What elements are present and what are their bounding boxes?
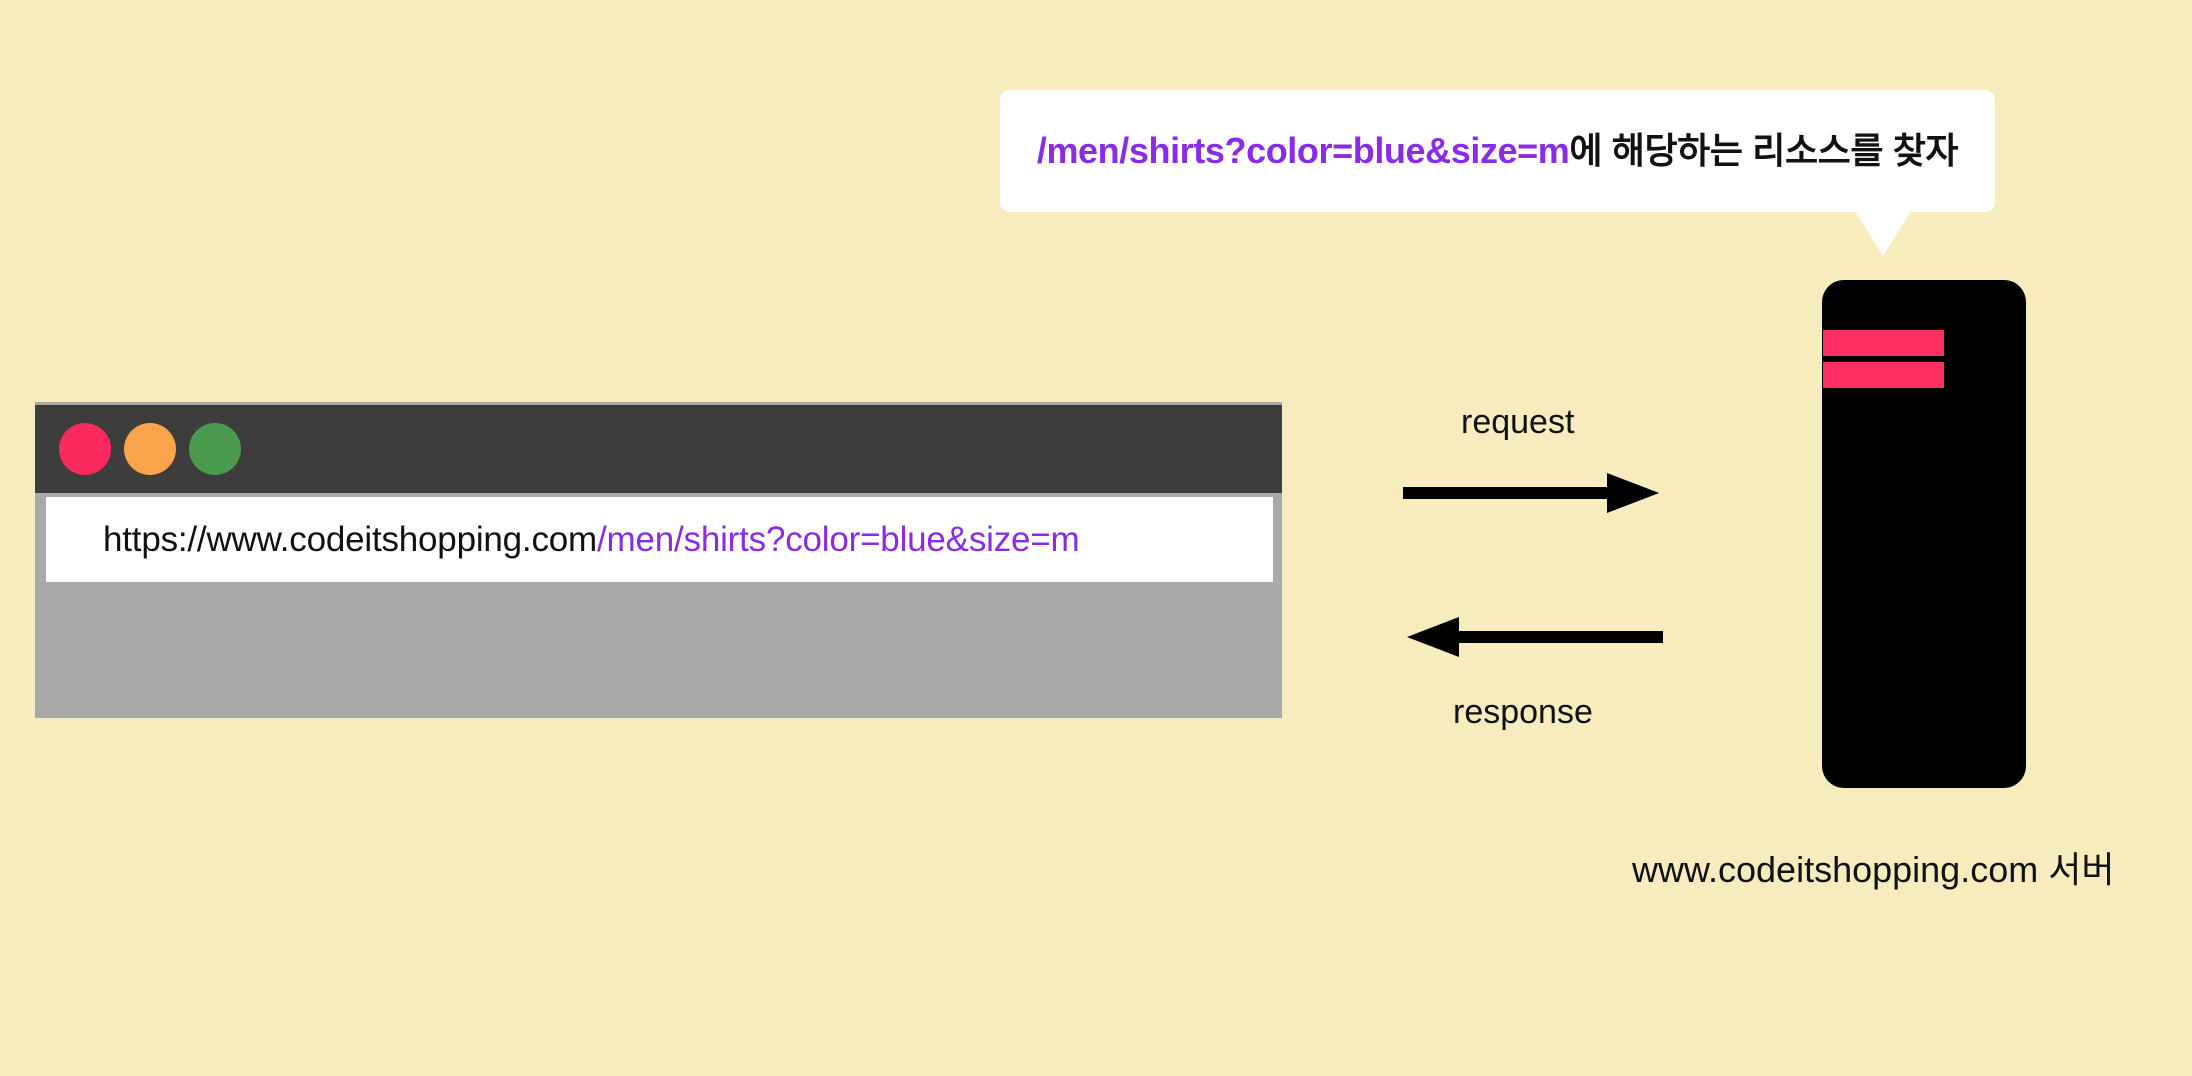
speech-bubble: /men/shirts?color=blue&size=m에 해당하는 리소스를… <box>1000 90 1995 212</box>
request-label: request <box>1461 403 1575 441</box>
browser-window: https://www.codeitshopping.com/men/shirt… <box>35 402 1282 718</box>
server-caption: www.codeitshopping.com 서버 <box>1632 849 2115 890</box>
speech-bubble-tail <box>1855 211 1911 256</box>
window-close-button[interactable] <box>59 423 111 475</box>
server-tower-icon <box>1822 280 2026 788</box>
window-maximize-button[interactable] <box>189 423 241 475</box>
speech-bubble-korean-part: 에 해당하는 리소스를 찾자 <box>1569 130 1959 171</box>
response-arrow-icon <box>1403 615 1663 659</box>
server-indicator-bar-2 <box>1823 362 1944 388</box>
speech-bubble-url-part: /men/shirts?color=blue&size=m <box>1036 130 1570 171</box>
browser-viewport <box>35 582 1282 718</box>
browser-titlebar <box>35 405 1282 493</box>
address-bar-path: /men/shirts?color=blue&size=m <box>596 520 1080 559</box>
address-bar-text: https://www.codeitshopping.com/men/shirt… <box>103 520 1080 559</box>
request-arrow-icon <box>1403 471 1663 515</box>
window-minimize-button[interactable] <box>124 423 176 475</box>
speech-bubble-text: /men/shirts?color=blue&size=m에 해당하는 리소스를… <box>1036 130 1959 171</box>
response-label: response <box>1453 693 1593 731</box>
address-bar[interactable]: https://www.codeitshopping.com/men/shirt… <box>46 497 1273 582</box>
address-bar-origin: https://www.codeitshopping.com <box>103 520 597 559</box>
server-indicator-bar-1 <box>1823 330 1944 356</box>
